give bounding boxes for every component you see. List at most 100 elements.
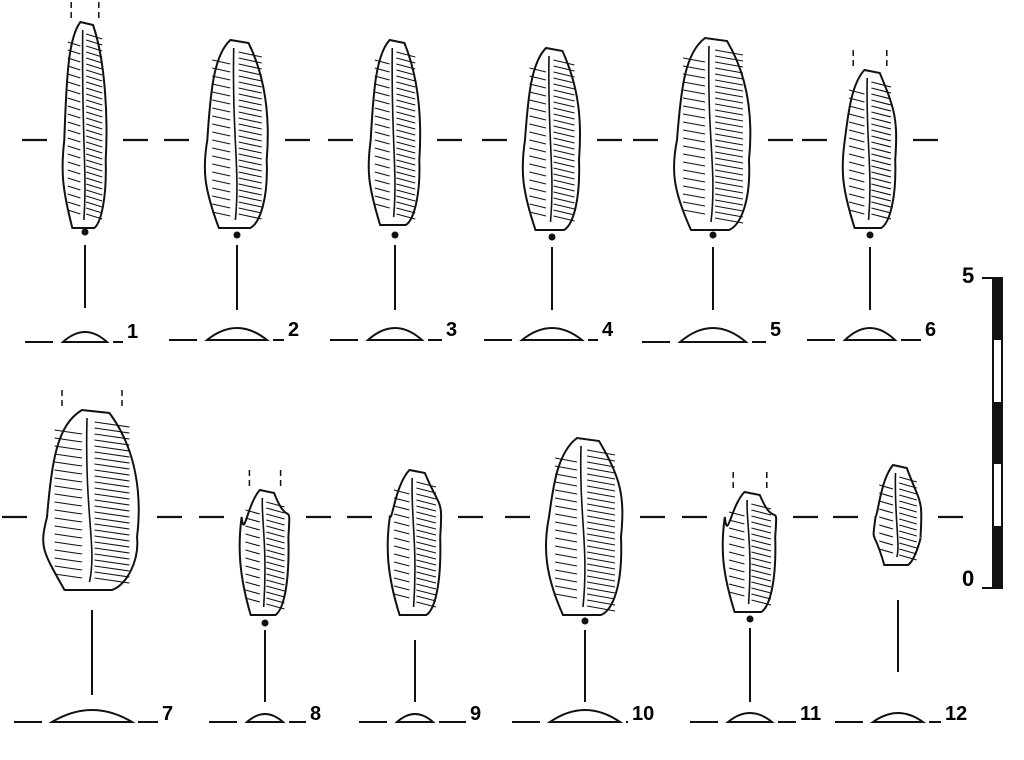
hatch-stroke: [871, 129, 892, 136]
hatch-stroke: [728, 551, 745, 557]
hatch-stroke: [374, 67, 390, 73]
hatch-stroke: [554, 505, 578, 511]
hatch-stroke: [266, 603, 285, 610]
hatch-stroke: [416, 601, 437, 608]
hatch-stroke: [714, 151, 744, 158]
hatch-stroke: [67, 121, 81, 127]
hatch-stroke: [553, 149, 575, 156]
hatch-stroke: [396, 105, 416, 112]
cross-section: [394, 713, 436, 723]
hatch-stroke: [85, 135, 103, 142]
hatch-stroke: [879, 540, 894, 546]
hatch-stroke: [553, 137, 575, 144]
butt-dot: [391, 231, 399, 239]
hatch-stroke: [751, 533, 772, 540]
hatch-stroke: [94, 469, 130, 476]
hatch-stroke: [714, 217, 744, 224]
hatch-stroke: [586, 491, 616, 498]
hatch-stroke: [751, 551, 772, 558]
hatch-stroke: [586, 461, 616, 468]
butt-dot: [233, 231, 241, 239]
hatch-stroke: [54, 517, 83, 523]
hatch-stroke: [751, 593, 772, 600]
cross-section: [842, 327, 898, 341]
hatch-stroke: [238, 93, 262, 100]
hatch-stroke: [94, 457, 130, 464]
hatch-stroke: [714, 85, 744, 92]
hatch-stroke: [94, 445, 130, 452]
blade-outline: [42, 408, 140, 591]
hatch-stroke: [871, 93, 892, 100]
hatch-stroke: [245, 597, 260, 603]
hatch-stroke: [529, 75, 547, 81]
hatching: [374, 51, 416, 220]
hatch-stroke: [682, 145, 706, 151]
hatch-stroke: [714, 127, 744, 134]
hatch-stroke: [85, 111, 103, 118]
hatch-stroke: [212, 171, 231, 177]
hatch-stroke: [586, 551, 616, 558]
artifact-label-8: 8: [310, 703, 322, 725]
hatch-stroke: [848, 145, 865, 151]
hatch-stroke: [879, 484, 894, 490]
hatch-stroke: [899, 494, 917, 501]
hatch-stroke: [714, 211, 744, 218]
hatch-stroke: [94, 523, 130, 530]
butt-dot: [709, 231, 717, 239]
hatch-stroke: [67, 145, 81, 151]
scale-label-top: 5: [962, 263, 975, 288]
hatch-stroke: [94, 433, 130, 440]
hatch-stroke: [586, 533, 616, 540]
hatch-stroke: [682, 81, 706, 87]
hatch-stroke: [393, 505, 410, 511]
hatch-stroke: [266, 579, 285, 586]
hatch-stroke: [682, 201, 706, 207]
hatch-stroke: [554, 577, 578, 583]
hatch-stroke: [94, 565, 130, 572]
hatch-stroke: [682, 97, 706, 103]
hatch-stroke: [396, 93, 416, 100]
hatch-stroke: [54, 429, 83, 435]
hatch-stroke: [899, 542, 917, 549]
hatch-stroke: [393, 537, 410, 543]
hatch-stroke: [848, 105, 865, 111]
hatch-stroke: [416, 559, 437, 566]
butt-dot: [261, 619, 269, 627]
hatch-stroke: [266, 573, 285, 580]
hatch-stroke: [751, 599, 772, 606]
hatch-stroke: [85, 93, 103, 100]
hatch-stroke: [751, 527, 772, 534]
hatch-stroke: [396, 69, 416, 76]
hatch-stroke: [238, 111, 262, 118]
hatch-stroke: [728, 575, 745, 581]
hatch-stroke: [85, 177, 103, 184]
hatch-stroke: [554, 513, 578, 519]
hatch-stroke: [682, 161, 706, 167]
butt-dot: [866, 231, 874, 239]
hatch-stroke: [416, 571, 437, 578]
hatching: [682, 49, 744, 224]
hatch-stroke: [54, 493, 83, 499]
blade-outline: [545, 436, 624, 616]
hatch-stroke: [879, 500, 894, 506]
hatch-stroke: [245, 517, 260, 523]
hatch-stroke: [871, 111, 892, 118]
hatch-stroke: [245, 573, 260, 579]
hatch-stroke: [586, 479, 616, 486]
hatch-stroke: [54, 501, 83, 507]
blade-outline: [61, 20, 108, 229]
hatch-stroke: [416, 541, 437, 548]
hatch-stroke: [529, 163, 547, 169]
hatch-stroke: [586, 515, 616, 522]
hatch-stroke: [85, 171, 103, 178]
hatch-stroke: [54, 573, 83, 579]
hatch-stroke: [94, 505, 130, 512]
hatch-stroke: [682, 73, 706, 79]
hatch-stroke: [393, 521, 410, 527]
hatch-stroke: [67, 185, 81, 191]
hatch-stroke: [682, 121, 706, 127]
hatch-stroke: [728, 591, 745, 597]
hatch-stroke: [238, 105, 262, 112]
hatch-stroke: [67, 97, 81, 103]
hatch-stroke: [85, 69, 103, 76]
